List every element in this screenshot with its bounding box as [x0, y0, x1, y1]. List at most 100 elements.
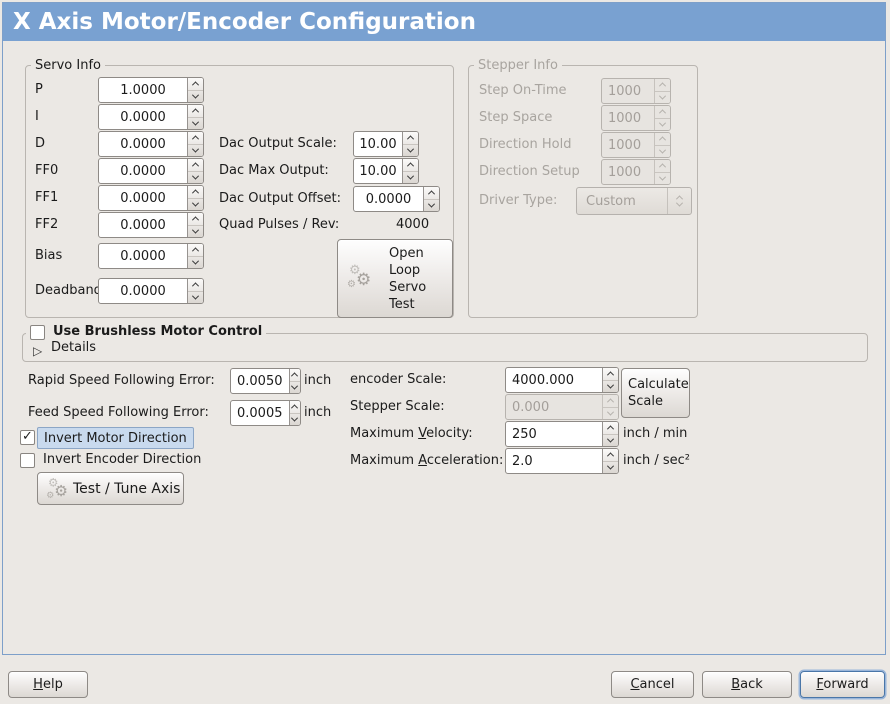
chevron-down-icon [658, 146, 667, 154]
spinbox-value[interactable]: 0.0050 [237, 373, 283, 389]
spin-down-button[interactable] [188, 143, 203, 157]
spinbox-value: 1000 [608, 83, 642, 99]
spin-up-button[interactable] [188, 186, 203, 198]
spin-down-button[interactable] [289, 380, 300, 394]
spin-up-button[interactable] [403, 132, 418, 144]
spinbox-value[interactable]: 2.0 [512, 453, 533, 469]
maximum-acceleration-spinbox[interactable]: 2.0 [505, 448, 619, 474]
spin-down-button[interactable] [188, 290, 203, 304]
maximum-velocity-label: Maximum Velocity: [350, 426, 473, 441]
spinbox-value[interactable]: 10.00 [359, 136, 397, 152]
maximum-velocity-spinbox[interactable]: 250 [505, 421, 619, 447]
dac-output-scale-spinbox[interactable]: 10.00 [353, 131, 419, 157]
chevron-up-icon [406, 162, 415, 170]
spin-down-button[interactable] [188, 89, 203, 103]
spinbox-value[interactable]: 0.0005 [237, 405, 283, 421]
spinbox-value[interactable]: 0.0000 [120, 163, 166, 179]
spin-up-button[interactable] [424, 187, 439, 199]
spin-up-button[interactable] [403, 159, 418, 171]
open-loop-servo-test-button[interactable]: Open Loop Servo Test [337, 239, 453, 318]
spin-down-button[interactable] [603, 460, 618, 474]
use-brushless-checkbox[interactable] [30, 324, 45, 340]
d-spinbox[interactable]: 0.0000 [98, 131, 204, 157]
spin-down-button[interactable] [188, 224, 203, 238]
invert-motor-label[interactable]: Invert Motor Direction [37, 427, 194, 449]
spin-down-button[interactable] [424, 198, 439, 212]
direction-hold-label: Direction Hold [479, 137, 572, 152]
spin-up-button[interactable] [188, 132, 203, 144]
gears-icon [347, 264, 377, 294]
p-spinbox[interactable]: 1.0000 [98, 77, 204, 103]
spinbox-value[interactable]: 0.0000 [365, 191, 412, 207]
spinbox-value[interactable]: 0.0000 [120, 190, 166, 206]
spin-up-button[interactable] [603, 449, 618, 461]
back-button[interactable]: Back [702, 671, 792, 698]
expander-triangle-icon[interactable] [33, 340, 42, 359]
spinbox-value[interactable]: 0.0000 [120, 136, 166, 152]
i-label: I [35, 109, 39, 124]
spinbox-value[interactable]: 0.0000 [120, 217, 166, 233]
maximum-velocity-unit: inch / min [623, 426, 688, 441]
back-button-label: Back [731, 677, 763, 692]
spin-up-button[interactable] [290, 369, 301, 381]
help-button[interactable]: Help [8, 671, 88, 698]
encoder-scale-spinbox[interactable]: 4000.000 [505, 367, 619, 393]
test-tune-axis-button[interactable]: Test / Tune Axis [37, 472, 184, 505]
spinbox-value[interactable]: 0.0000 [120, 109, 166, 125]
spin-up-button[interactable] [188, 244, 203, 256]
spin-down-button[interactable] [603, 433, 618, 447]
cancel-button[interactable]: Cancel [611, 671, 694, 698]
chevron-up-icon [191, 81, 200, 89]
spinbox-value[interactable]: 0.0000 [120, 248, 166, 264]
invert-encoder-checkbox[interactable] [20, 453, 35, 468]
spinbox-value[interactable]: 0.0000 [120, 283, 166, 299]
spinbox-value[interactable]: 10.00 [359, 163, 397, 179]
chevron-up-icon [191, 247, 200, 255]
deadband-spinbox[interactable]: 0.0000 [98, 278, 204, 304]
spinner-buttons [288, 401, 301, 426]
ff2-spinbox[interactable]: 0.0000 [98, 212, 204, 238]
dac-max-output-spinbox[interactable]: 10.00 [353, 158, 419, 184]
spin-down-button[interactable] [403, 143, 418, 157]
spinbox-value[interactable]: 250 [512, 426, 537, 442]
spin-down-button[interactable] [603, 379, 618, 393]
i-spinbox[interactable]: 0.0000 [98, 104, 204, 130]
spin-down-button[interactable] [188, 255, 203, 269]
forward-button[interactable]: Forward [800, 671, 885, 698]
quad-pulses-value: 4000 [396, 217, 430, 232]
chevron-up-icon [191, 189, 200, 197]
details-expander-label[interactable]: Details [51, 340, 97, 355]
spin-down-button[interactable] [188, 170, 203, 184]
spin-up-button[interactable] [188, 78, 203, 90]
spin-up-button[interactable] [290, 401, 301, 413]
invert-encoder-label[interactable]: Invert Encoder Direction [43, 452, 202, 467]
spinbox-value[interactable]: 4000.000 [512, 372, 575, 388]
spin-down-button[interactable] [188, 197, 203, 211]
driver-type-label: Driver Type: [479, 193, 558, 208]
spin-down-button [603, 406, 618, 420]
invert-motor-checkbox[interactable] [20, 430, 35, 445]
spin-up-button[interactable] [188, 213, 203, 225]
rapid-following-error-spinbox[interactable]: 0.0050 [230, 368, 301, 394]
spin-down-button[interactable] [289, 412, 300, 426]
spin-down-button[interactable] [403, 170, 418, 184]
spin-up-button [603, 395, 618, 407]
calculate-scale-button[interactable]: Calculate Scale [621, 368, 690, 418]
spin-up-button[interactable] [188, 105, 203, 117]
bias-spinbox[interactable]: 0.0000 [98, 243, 204, 269]
spin-up-button[interactable] [188, 279, 203, 291]
chevron-up-icon [606, 452, 615, 460]
calculate-scale-label: Calculate Scale [628, 377, 689, 409]
step-space-label: Step Space [479, 110, 553, 125]
chevron-up-icon [606, 398, 615, 406]
deadband-label: Deadband [35, 283, 102, 298]
spin-down-button[interactable] [188, 116, 203, 130]
spin-up-button[interactable] [603, 368, 618, 380]
feed-following-error-spinbox[interactable]: 0.0005 [230, 400, 301, 426]
spinbox-value[interactable]: 1.0000 [120, 82, 166, 98]
spin-up-button[interactable] [188, 159, 203, 171]
spin-up-button[interactable] [603, 422, 618, 434]
dac-output-offset-spinbox[interactable]: 0.0000 [353, 186, 440, 212]
ff0-spinbox[interactable]: 0.0000 [98, 158, 204, 184]
ff1-spinbox[interactable]: 0.0000 [98, 185, 204, 211]
